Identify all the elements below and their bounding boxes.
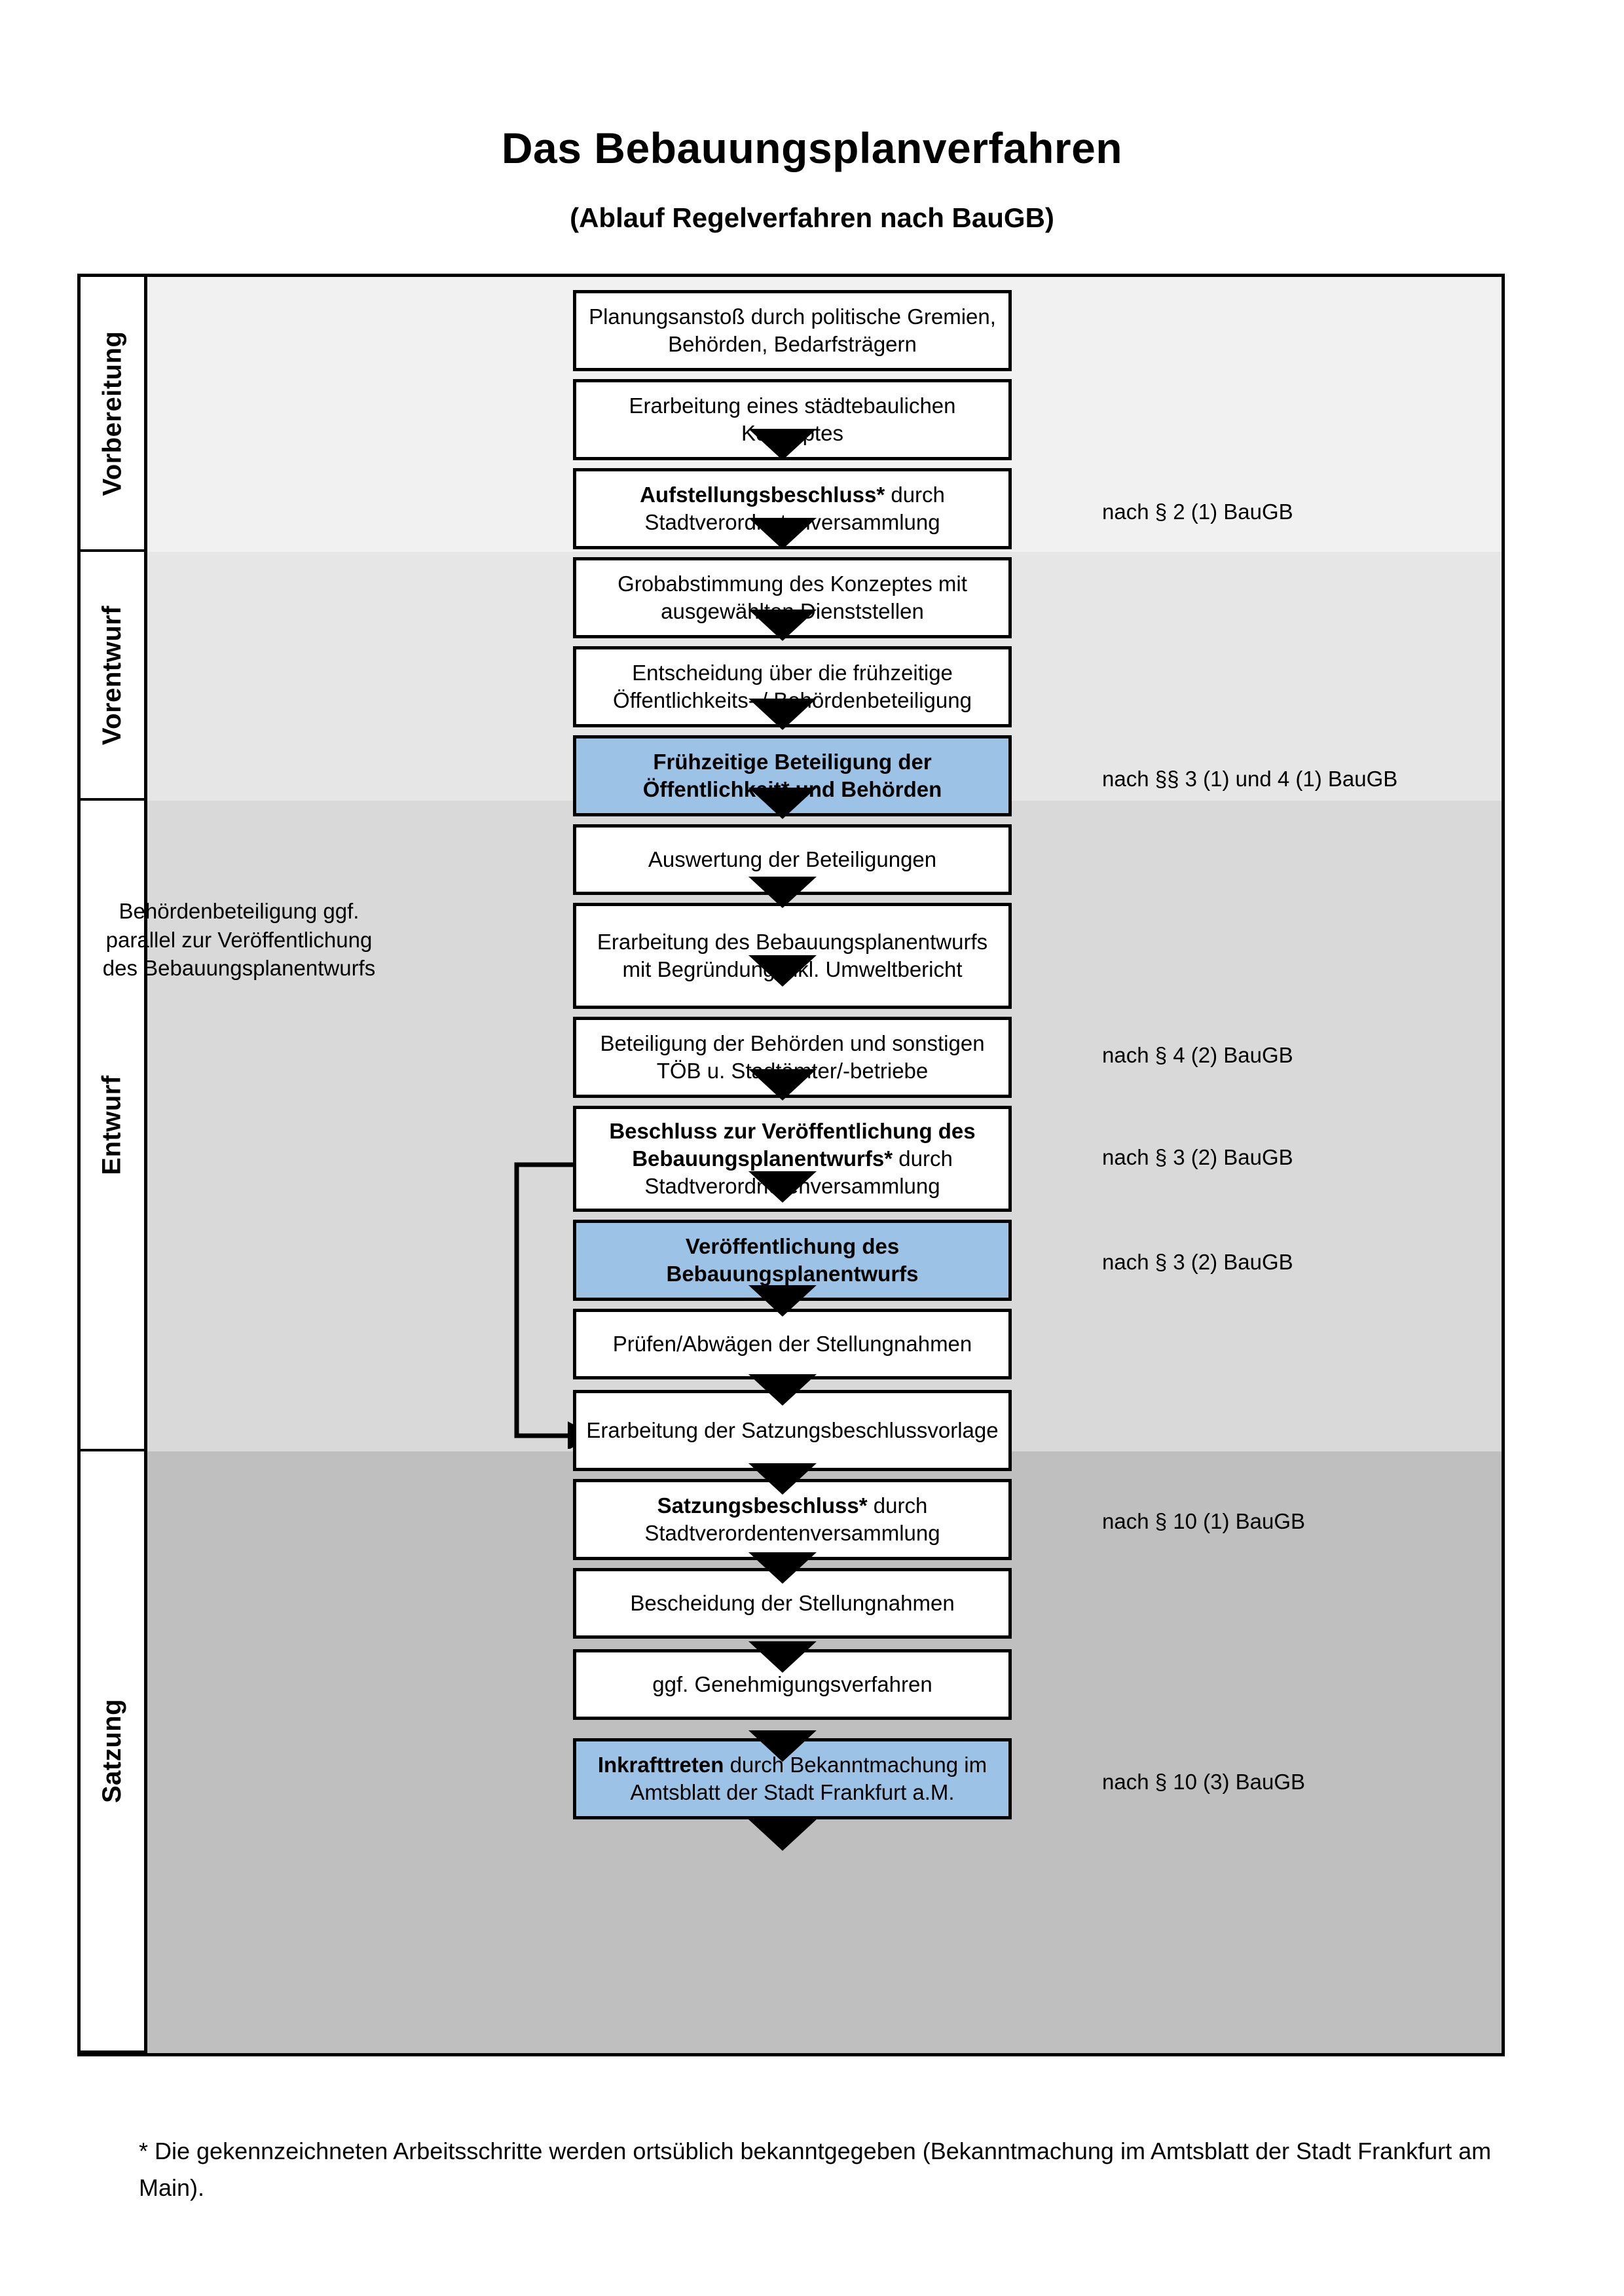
- process-box-label-rest: durch Bekanntmachung im Amtsblatt der St…: [630, 1752, 987, 1804]
- process-box-label-mid: durch: [867, 1493, 928, 1518]
- flow-arrow-6-7: [748, 877, 817, 908]
- process-box-emphasis: Inkrafttreten: [597, 1752, 724, 1777]
- phase-label-entwurf: Entwurf: [81, 801, 147, 1451]
- process-box-label: Erarbeitung der Satzungsbeschlussvorlage: [586, 1417, 999, 1442]
- parallel-path-note: Behördenbeteiligung ggf. parallel zur Ve…: [102, 899, 376, 981]
- process-box-1[interactable]: Planungsanstoß durch politische Gremien,…: [573, 290, 1012, 371]
- process-box-emphasis: Aufstellungsbeschluss*: [640, 482, 885, 507]
- phase-label-vorentwurf: Vorentwurf: [81, 552, 147, 801]
- phase-label-text: Vorentwurf: [98, 605, 126, 745]
- phase-label-vorbereitung: Vorbereitung: [81, 277, 147, 552]
- process-box-label: Satzungsbeschluss* durch Stadtverordente…: [583, 1492, 1002, 1547]
- process-box-14[interactable]: Satzungsbeschluss* durch Stadtverordente…: [573, 1479, 1012, 1560]
- process-box-12[interactable]: Prüfen/Abwägen der Stellungnahmen: [573, 1309, 1012, 1379]
- flow-arrow-14-15: [748, 1641, 817, 1673]
- process-box-3[interactable]: Aufstellungsbeschluss* durch Stadtverord…: [573, 468, 1012, 549]
- flow-arrow-15-16: [748, 1730, 817, 1762]
- process-box-emphasis: Satzungsbeschluss*: [657, 1493, 868, 1518]
- flow-arrow-4-5: [748, 699, 817, 730]
- phase-label-text: Vorbereitung: [98, 331, 126, 496]
- process-box-label-mid: durch: [885, 482, 945, 507]
- page-subtitle: (Ablauf Regelverfahren nach BauGB): [570, 202, 1054, 233]
- flow-arrow-16-17: [748, 1819, 817, 1851]
- process-box-label: Aufstellungsbeschluss* durch Stadtverord…: [583, 481, 1002, 536]
- process-box-label-mid: durch: [893, 1146, 953, 1171]
- process-box-label-rest: Stadtverordentenversammlung: [644, 1521, 940, 1545]
- process-box-label: Bescheidung der Stellungnahmen: [630, 1590, 955, 1615]
- process-box-emphasis: Veröffentlichung des Bebauungsplanentwur…: [666, 1233, 919, 1286]
- process-box-label: ggf. Genehmigungsverfahren: [652, 1671, 932, 1696]
- flow-arrow-11-12: [748, 1374, 817, 1406]
- legal-note-4: nach § 3 (2) BauGB: [1102, 1145, 1293, 1169]
- flow-arrow-9-10: [748, 1171, 817, 1203]
- legal-note-3: nach § 4 (2) BauGB: [1102, 1043, 1293, 1067]
- flow-arrow-8-9: [748, 1069, 817, 1101]
- footnote: * Die gekennzeichneten Arbeitsschritte w…: [139, 2138, 1492, 2201]
- legal-note-2: nach §§ 3 (1) und 4 (1) BauGB: [1102, 767, 1398, 791]
- process-box-17[interactable]: Inkrafttreten durch Bekanntmachung im Am…: [573, 1738, 1012, 1819]
- process-box-label: Inkrafttreten durch Bekanntmachung im Am…: [583, 1751, 1002, 1806]
- legal-note-1: nach § 2 (1) BauGB: [1102, 500, 1293, 524]
- phase-label-satzung: Satzung: [81, 1451, 147, 2053]
- flow-arrow-2-3: [748, 518, 817, 549]
- page-title: Das Bebauungsplanverfahren: [501, 124, 1123, 172]
- flow-arrow-12-13: [748, 1463, 817, 1495]
- flow-arrow-5-6: [748, 788, 817, 819]
- flowchart-frame: Vorbereitung Vorentwurf Entwurf Satzung …: [77, 274, 1505, 2056]
- legal-note-6: nach § 10 (1) BauGB: [1102, 1509, 1306, 1533]
- phase-label-text: Entwurf: [98, 1074, 126, 1175]
- legal-note-7: nach § 10 (3) BauGB: [1102, 1770, 1306, 1794]
- flow-arrow-10-11: [748, 1285, 817, 1317]
- flow-arrow-7-8: [748, 955, 817, 987]
- process-box-label: Planungsanstoß durch politische Gremien,…: [589, 304, 996, 356]
- process-box-7[interactable]: Auswertung der Beteiligungen: [573, 824, 1012, 895]
- flow-arrow-13-14: [748, 1552, 817, 1584]
- flow-arrow-1-2: [748, 429, 817, 460]
- phase-label-text: Satzung: [98, 1698, 127, 1804]
- title-block: Das Bebauungsplanverfahren (Ablauf Regel…: [0, 124, 1624, 234]
- legal-note-5: nach § 3 (2) BauGB: [1102, 1250, 1293, 1274]
- flow-arrow-3-4: [748, 610, 817, 641]
- process-box-label: Auswertung der Beteiligungen: [648, 847, 937, 871]
- process-box-emphasis: Beschluss zur Veröffentlichung des Bebau…: [609, 1118, 976, 1171]
- process-box-label: Prüfen/Abwägen der Stellungnahmen: [612, 1331, 972, 1356]
